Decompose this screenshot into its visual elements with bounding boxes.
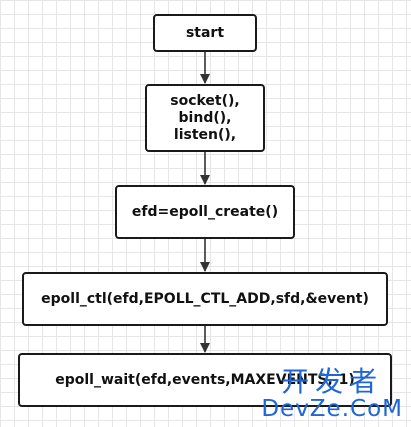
node-epoll-wait: epoll_wait(efd,events,MAXEVENTS,-1) bbox=[18, 353, 392, 407]
node-socket-bind-listen: socket(), bind(), listen(), bbox=[145, 84, 265, 152]
watermark-cn: 开发者 bbox=[281, 365, 384, 398]
node-start-label: start bbox=[185, 24, 225, 41]
bind-label: bind(), bbox=[178, 109, 232, 126]
node-start: start bbox=[153, 14, 257, 52]
watermark-logo: 开发者 DevZe.CoM bbox=[261, 365, 403, 422]
socket-label: socket(), bbox=[170, 92, 240, 109]
node-epoll-create: efd=epoll_create() bbox=[115, 185, 295, 239]
epoll-ctl-label: epoll_ctl(efd,EPOLL_CTL_ADD,sfd,&event) bbox=[41, 290, 369, 307]
epoll-create-label: efd=epoll_create() bbox=[131, 203, 279, 220]
watermark-en: DevZe.CoM bbox=[261, 396, 403, 422]
listen-label: listen(), bbox=[173, 126, 237, 143]
node-epoll-ctl: epoll_ctl(efd,EPOLL_CTL_ADD,sfd,&event) bbox=[22, 272, 388, 326]
epoll-wait-label: epoll_wait(efd,events,MAXEVENTS,-1) bbox=[55, 371, 355, 388]
